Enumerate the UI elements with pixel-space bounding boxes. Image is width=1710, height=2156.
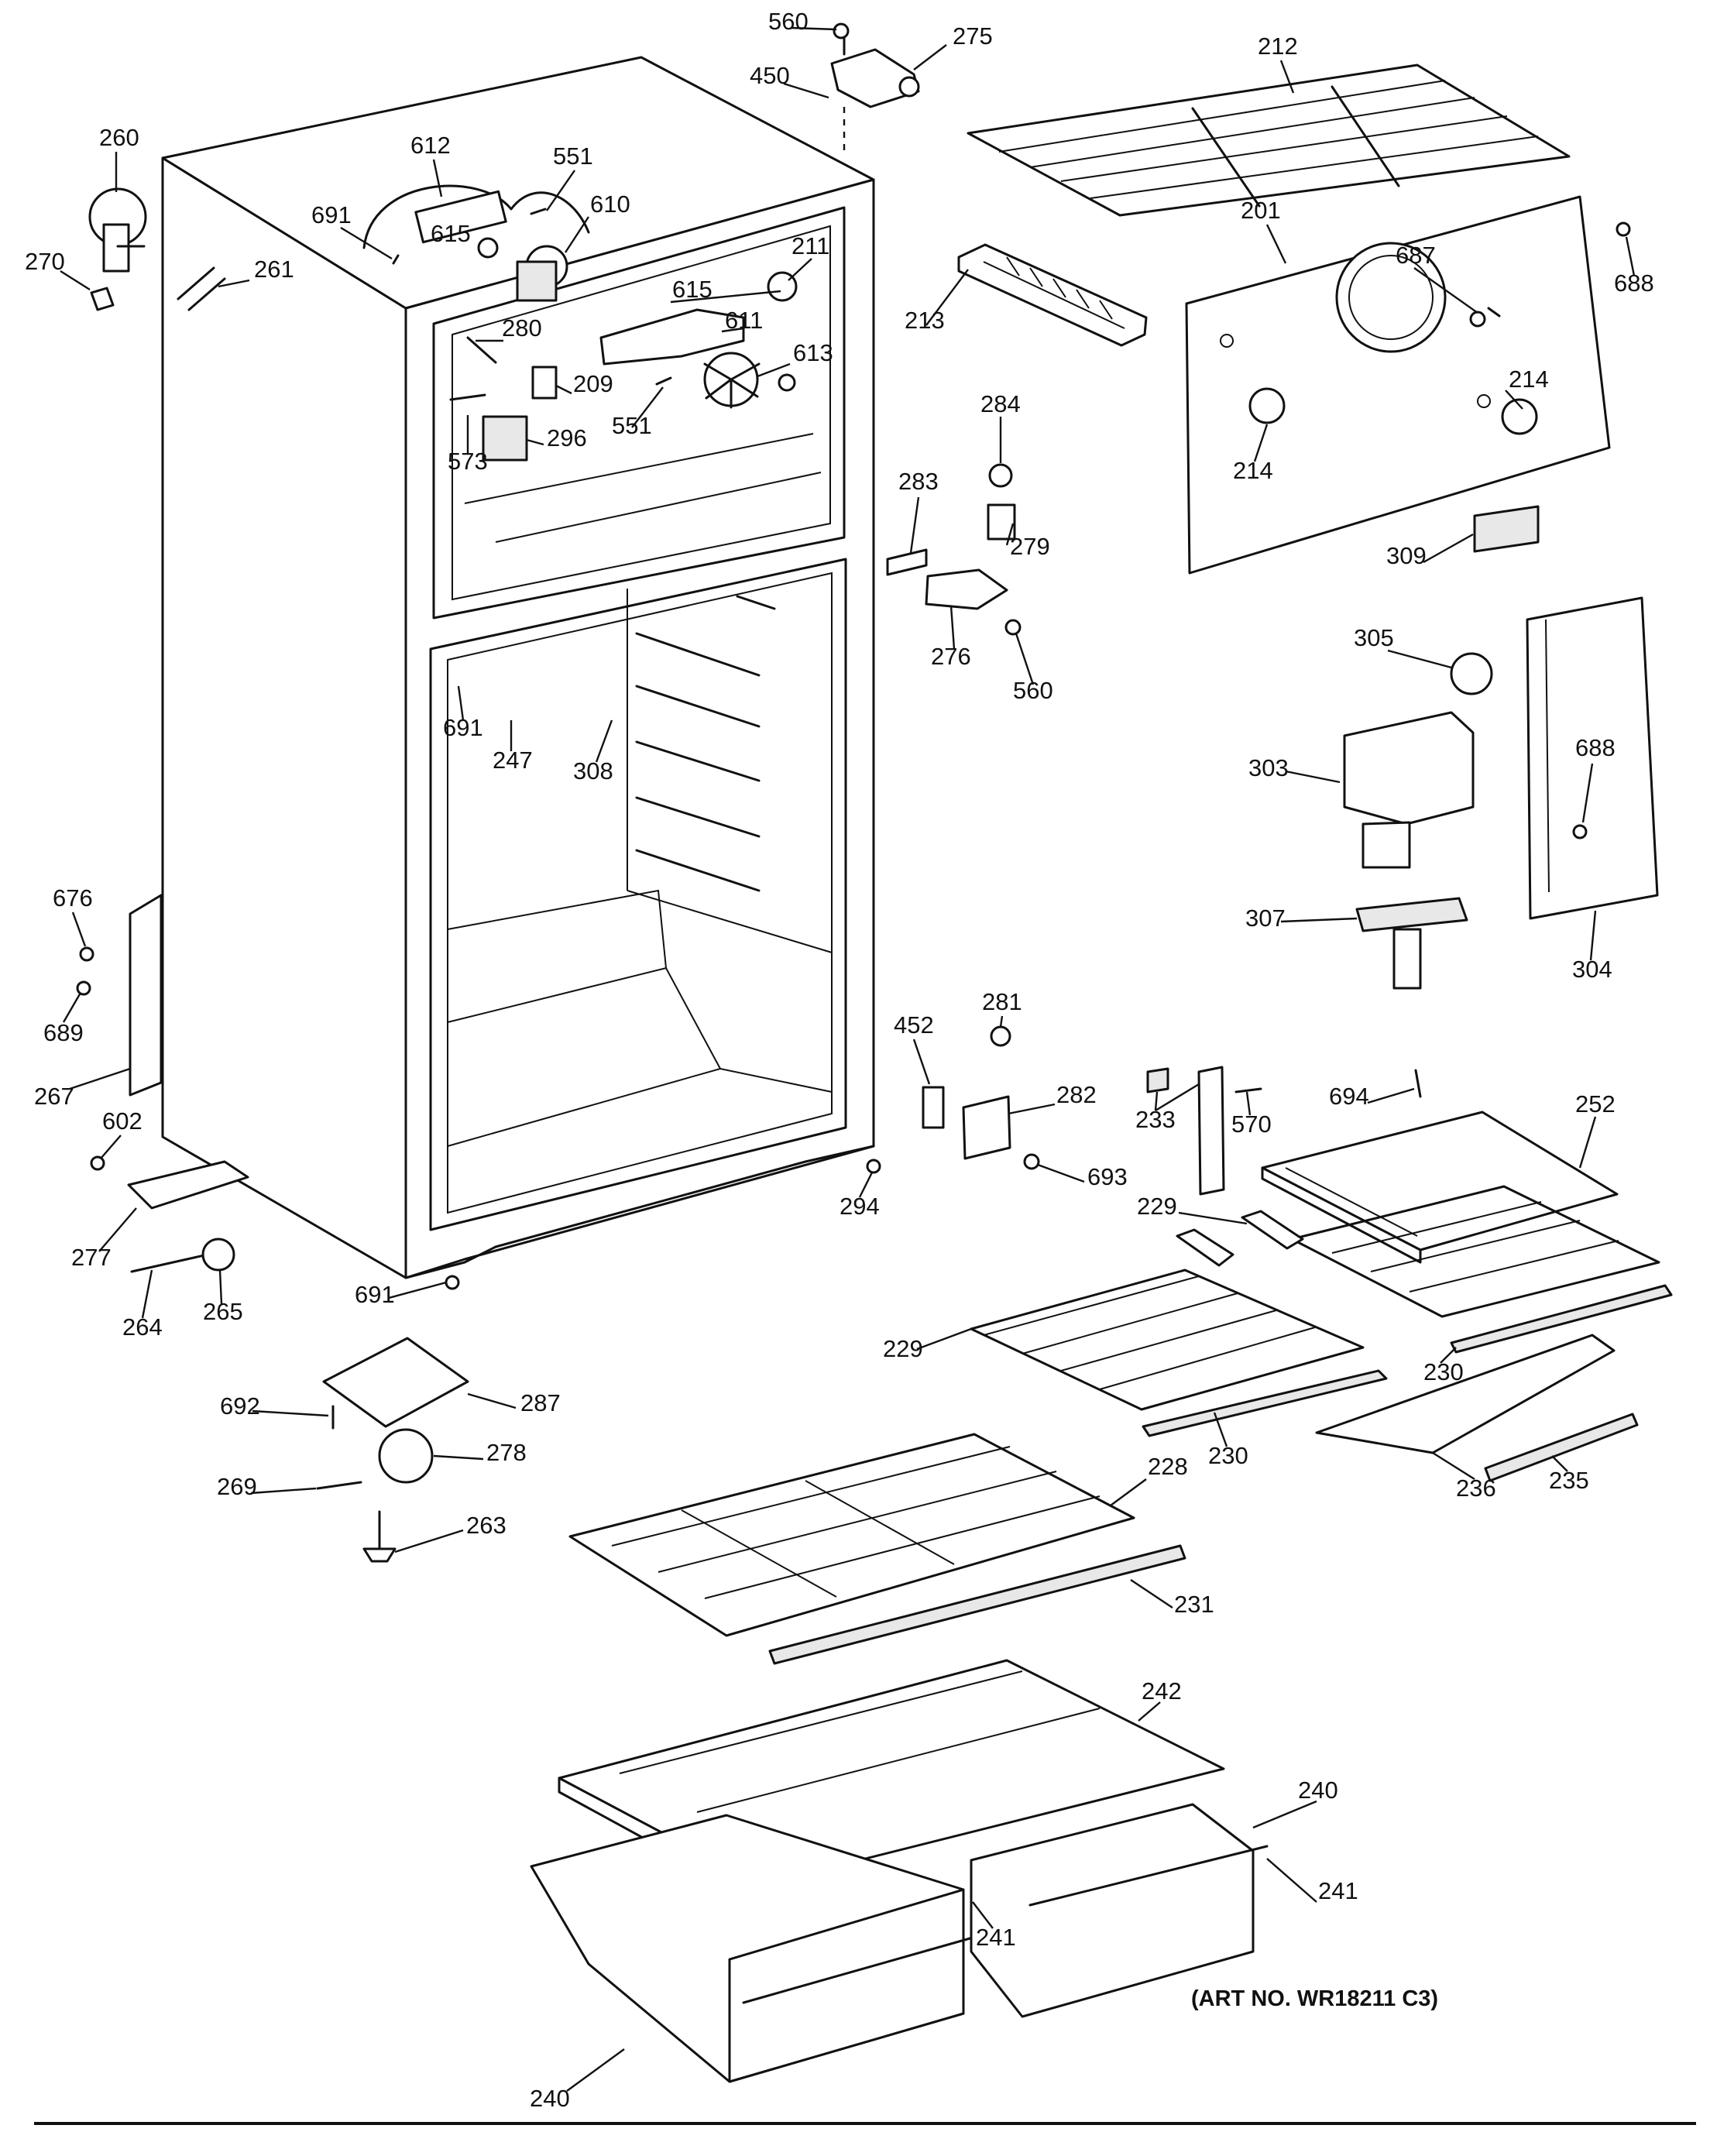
callout-231: 231 bbox=[1174, 1591, 1214, 1618]
callout-551: 551 bbox=[612, 412, 652, 439]
roller-assembly bbox=[316, 1337, 469, 1563]
callout-570: 570 bbox=[1231, 1111, 1272, 1138]
callout-240: 240 bbox=[1298, 1777, 1338, 1804]
side-parts bbox=[76, 187, 460, 1290]
callout-307: 307 bbox=[1245, 905, 1286, 932]
crisper-drawers bbox=[530, 1803, 1269, 2083]
callout-303: 303 bbox=[1248, 754, 1289, 781]
callout-692: 692 bbox=[220, 1392, 260, 1420]
callout-611: 611 bbox=[725, 307, 763, 334]
callout-560: 560 bbox=[1013, 677, 1053, 704]
callout-labels: 560 275 450 212 260 612 551 610 691 615 211 201 687 6… bbox=[25, 8, 1654, 2112]
glass-shelf bbox=[1261, 1111, 1619, 1264]
callout-615: 615 bbox=[431, 220, 471, 247]
callout-551: 551 bbox=[553, 142, 593, 170]
callout-211: 211 bbox=[791, 232, 829, 259]
art-number: (ART NO. WR18211 C3) bbox=[1191, 1986, 1438, 2011]
callout-694: 694 bbox=[1329, 1083, 1369, 1110]
callout-284: 284 bbox=[980, 390, 1021, 417]
callout-283: 283 bbox=[898, 468, 939, 495]
top-hinge bbox=[830, 29, 920, 152]
bottom-hinge bbox=[866, 1025, 1040, 1174]
callout-281: 281 bbox=[982, 988, 1022, 1015]
callout-560: 560 bbox=[768, 8, 809, 35]
callout-261: 261 bbox=[254, 256, 294, 283]
callout-278: 278 bbox=[486, 1439, 527, 1466]
control-housing bbox=[1343, 596, 1659, 990]
callout-279: 279 bbox=[1010, 533, 1050, 560]
callout-214: 214 bbox=[1233, 457, 1273, 484]
callout-282: 282 bbox=[1056, 1081, 1097, 1108]
callout-573: 573 bbox=[448, 448, 488, 475]
cantilever-shelves bbox=[970, 1185, 1673, 1437]
callout-241: 241 bbox=[976, 1924, 1016, 1951]
callout-263: 263 bbox=[466, 1512, 506, 1539]
callout-276: 276 bbox=[931, 643, 971, 670]
callout-209: 209 bbox=[573, 370, 613, 397]
callout-236: 236 bbox=[1456, 1475, 1496, 1502]
callout-676: 676 bbox=[53, 884, 93, 911]
freezer-fan-assembly bbox=[362, 184, 798, 462]
callout-309: 309 bbox=[1386, 542, 1427, 569]
main-wire-shelf bbox=[568, 1433, 1186, 1665]
callout-296: 296 bbox=[547, 424, 587, 451]
callout-450: 450 bbox=[750, 62, 790, 89]
callout-241: 241 bbox=[1318, 1877, 1358, 1904]
callout-252: 252 bbox=[1575, 1090, 1616, 1117]
callout-275: 275 bbox=[953, 22, 993, 50]
callout-689: 689 bbox=[43, 1019, 84, 1046]
callout-610: 610 bbox=[590, 191, 630, 218]
callout-229: 229 bbox=[1137, 1193, 1177, 1220]
callout-264: 264 bbox=[122, 1313, 163, 1341]
callout-230: 230 bbox=[1423, 1358, 1464, 1385]
callout-242: 242 bbox=[1142, 1677, 1182, 1705]
callout-691: 691 bbox=[443, 714, 483, 741]
callout-235: 235 bbox=[1549, 1467, 1589, 1494]
callout-240: 240 bbox=[530, 2085, 570, 2112]
callout-247: 247 bbox=[493, 747, 533, 774]
callout-612: 612 bbox=[410, 132, 451, 159]
refrigerator-cabinet bbox=[161, 56, 875, 1279]
callout-305: 305 bbox=[1354, 624, 1394, 651]
callout-687: 687 bbox=[1396, 242, 1436, 269]
callout-280: 280 bbox=[502, 314, 542, 342]
callout-270: 270 bbox=[25, 248, 65, 275]
callout-613: 613 bbox=[793, 339, 833, 366]
leader-lines bbox=[60, 26, 1636, 2092]
callout-308: 308 bbox=[573, 757, 613, 784]
callout-304: 304 bbox=[1572, 956, 1612, 983]
callout-228: 228 bbox=[1148, 1453, 1188, 1480]
callout-691: 691 bbox=[311, 201, 352, 228]
crisper-shelf bbox=[1315, 1334, 1639, 1482]
callout-260: 260 bbox=[99, 124, 139, 151]
ice-tray bbox=[957, 243, 1148, 347]
callout-269: 269 bbox=[217, 1473, 257, 1500]
callout-452: 452 bbox=[894, 1011, 934, 1039]
callout-277: 277 bbox=[71, 1244, 112, 1271]
callout-287: 287 bbox=[520, 1389, 561, 1416]
callout-201: 201 bbox=[1241, 197, 1281, 224]
callout-602: 602 bbox=[102, 1107, 142, 1135]
callout-230: 230 bbox=[1208, 1442, 1248, 1469]
callout-233: 233 bbox=[1135, 1106, 1176, 1133]
callout-213: 213 bbox=[905, 307, 945, 334]
callout-688: 688 bbox=[1575, 734, 1616, 761]
callout-615: 615 bbox=[672, 276, 712, 303]
callout-229: 229 bbox=[883, 1335, 923, 1362]
callout-267: 267 bbox=[34, 1083, 74, 1110]
callout-688: 688 bbox=[1614, 270, 1654, 297]
callout-294: 294 bbox=[840, 1193, 880, 1220]
freezer-back-panel bbox=[1185, 195, 1611, 575]
callout-212: 212 bbox=[1258, 33, 1298, 60]
callout-214: 214 bbox=[1509, 366, 1549, 393]
callout-693: 693 bbox=[1087, 1163, 1128, 1190]
callout-691: 691 bbox=[355, 1281, 395, 1308]
small-fasteners bbox=[833, 22, 1631, 695]
freezer-wire-shelf bbox=[967, 64, 1571, 217]
callout-265: 265 bbox=[203, 1298, 243, 1325]
shelf-supports bbox=[1146, 1066, 1422, 1196]
